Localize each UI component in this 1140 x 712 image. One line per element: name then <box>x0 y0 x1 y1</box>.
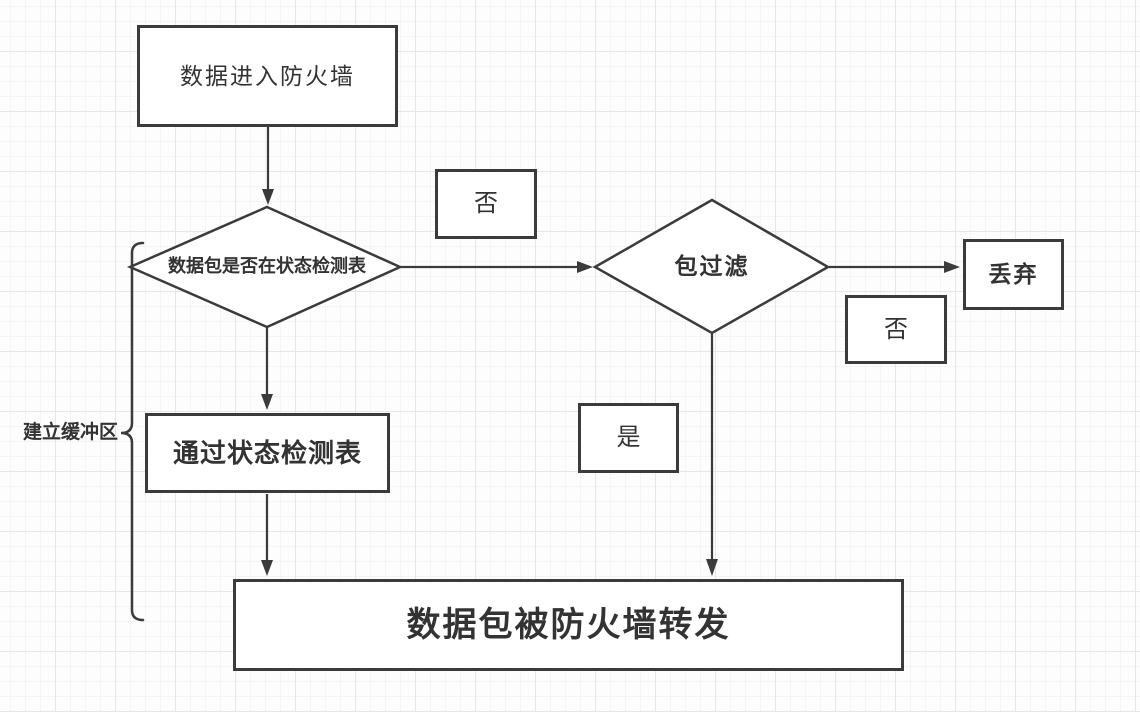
buffer-note-text: 建立缓冲区 <box>22 421 118 443</box>
arrow-packetfilter-to-forward <box>706 334 718 576</box>
node-label-no-top-text: 否 <box>474 190 498 217</box>
packet-filter-diamond <box>592 198 831 335</box>
node-label-no-top: 否 <box>435 169 537 239</box>
packet-filter-label-text: 包过滤 <box>674 253 750 280</box>
packet-filter-label: 包过滤 <box>612 249 812 285</box>
node-label-yes-text: 是 <box>616 424 641 451</box>
arrow-statecheck-to-packetfilter <box>400 261 593 273</box>
buffer-note: 建立缓冲区 <box>22 420 118 446</box>
node-pass-table: 通过状态检测表 <box>145 413 390 493</box>
node-label-no-right-text: 否 <box>884 315 908 343</box>
buffer-brace <box>120 241 145 622</box>
state-check-label-text: 数据包是否在状态检测表 <box>168 256 366 277</box>
state-check-label: 数据包是否在状态检测表 <box>137 253 397 281</box>
node-discard-label: 丢弃 <box>988 261 1039 288</box>
node-pass-table-label: 通过状态检测表 <box>172 437 362 468</box>
arrow-passtable-to-forward <box>261 494 273 576</box>
node-label-no-right: 否 <box>845 295 947 364</box>
node-forward-label: 数据包被防火墙转发 <box>406 605 731 644</box>
arrow-statecheck-to-passtable <box>261 328 273 410</box>
node-discard: 丢弃 <box>963 239 1064 310</box>
arrow-packetfilter-to-discard <box>829 261 960 273</box>
node-label-yes: 是 <box>578 403 679 473</box>
node-enter: 数据进入防火墙 <box>137 25 398 127</box>
node-forward: 数据包被防火墙转发 <box>233 579 904 671</box>
arrow-enter-to-statecheck <box>262 127 274 205</box>
node-enter-label: 数据进入防火墙 <box>180 62 355 89</box>
